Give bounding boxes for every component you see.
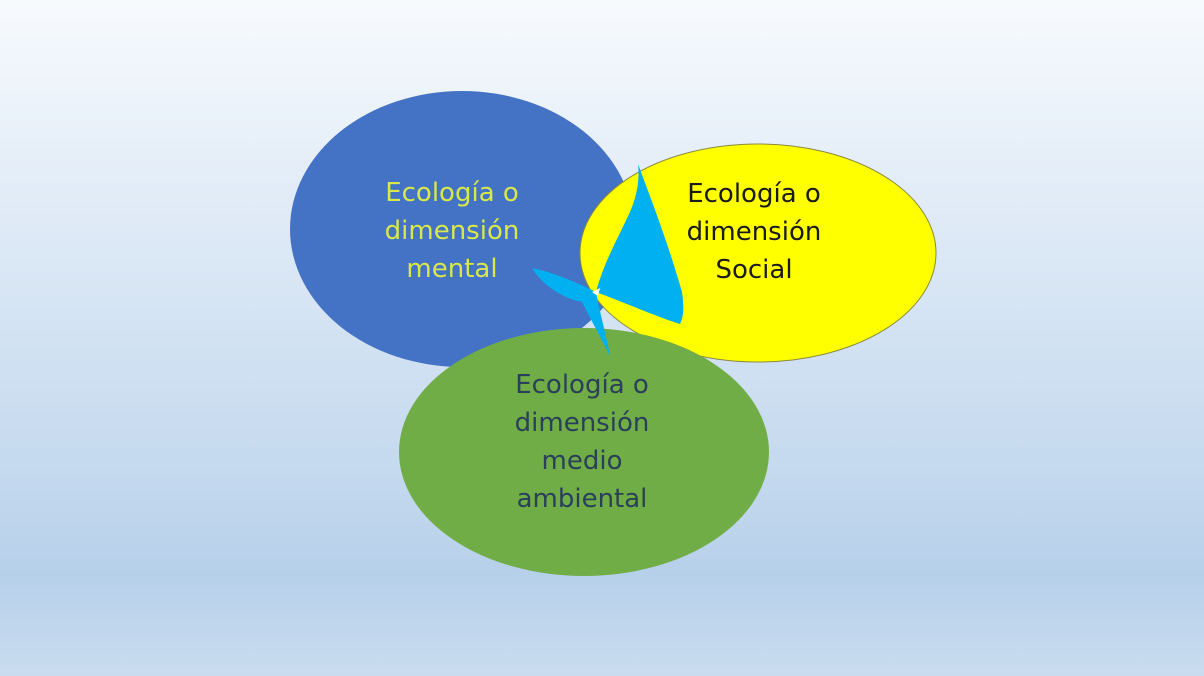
butterfly-icon — [532, 164, 684, 356]
butterfly-lower-wing — [532, 268, 610, 356]
label-mental: Ecología o dimensión mental — [362, 174, 542, 288]
label-social-line-3: Social — [715, 255, 793, 285]
label-social-line-2: dimensión — [686, 217, 822, 247]
label-ambiental-line-4: ambiental — [516, 484, 648, 514]
circle-mental — [290, 91, 634, 367]
butterfly-center-highlight — [592, 288, 600, 296]
label-ambiental: Ecología o dimensión medio ambiental — [492, 366, 672, 518]
label-social-line-1: Ecología o — [687, 179, 821, 209]
label-social: Ecología o dimensión Social — [664, 175, 844, 289]
label-ambiental-line-2: dimensión — [514, 408, 650, 438]
label-ambiental-line-1: Ecología o — [515, 370, 649, 400]
label-ambiental-line-3: medio — [541, 446, 623, 476]
circle-ambiental — [399, 328, 769, 576]
label-mental-line-2: dimensión — [384, 216, 520, 246]
label-mental-line-1: Ecología o — [385, 178, 519, 208]
label-mental-line-3: mental — [406, 254, 498, 284]
butterfly-upper-wing — [596, 164, 684, 324]
